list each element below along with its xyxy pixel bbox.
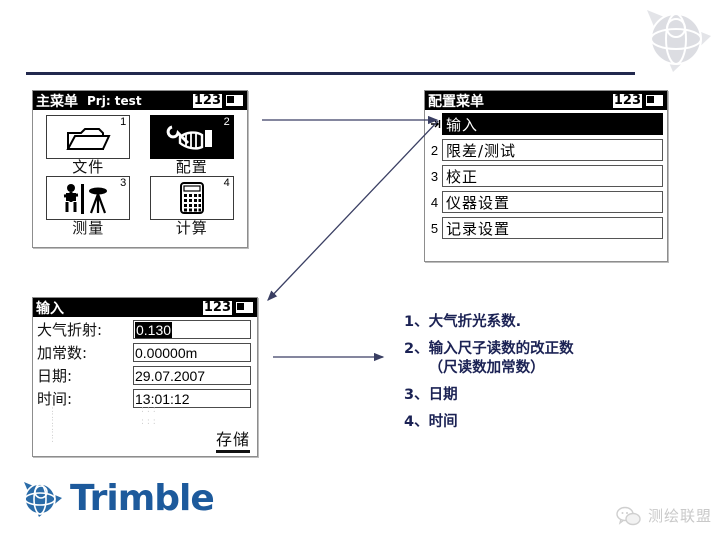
decorative-dots-mid: : : :: : : xyxy=(141,405,156,427)
input-title: 输入 xyxy=(36,300,64,317)
trimble-globe-watermark-icon xyxy=(647,10,711,72)
tile-config-label: 配置 xyxy=(175,158,208,176)
trimble-globe-icon xyxy=(24,481,62,517)
menu-item-record-settings-label[interactable]: 记录设置 xyxy=(442,217,663,239)
menu-item-record-settings[interactable]: 5 记录设置 xyxy=(427,216,663,240)
note-2-text: 输入尺子读数的改正数 xyxy=(428,341,574,357)
tile-files-box[interactable]: 1 xyxy=(46,115,131,159)
trimble-logo: Trimble xyxy=(22,478,215,519)
battery-icon xyxy=(225,94,247,107)
decorative-dots-left: :::::: xyxy=(51,405,55,445)
page-indicator: 123 xyxy=(611,92,643,109)
device-screen-input: 输入 123 大气折射: 0.130 加常数: 0.00000m 日期: 29.… xyxy=(32,297,258,457)
input-form: 大气折射: 0.130 加常数: 0.00000m 日期: 29.07.2007… xyxy=(33,317,257,458)
menu-item-adjust[interactable]: 3 校正 xyxy=(427,164,663,188)
selection-caret-icon xyxy=(431,120,441,128)
surveyor-icon xyxy=(64,184,108,214)
source-watermark: 测绘联盟 xyxy=(616,505,712,526)
tile-files[interactable]: 1 文件 xyxy=(41,115,136,176)
menu-item-tolerance-number: 2 xyxy=(430,142,439,158)
source-watermark-text: 测绘联盟 xyxy=(647,507,712,525)
main-menu-tile-grid: 1 文件 2 配置 3 xyxy=(33,110,247,239)
tile-files-number: 1 xyxy=(120,116,127,128)
note-3-text: 日期 xyxy=(428,387,458,403)
menu-item-instrument-settings[interactable]: 4 仪器设置 xyxy=(427,190,663,214)
note-4: 4、 时间 xyxy=(404,413,704,432)
tile-survey-box[interactable]: 3 xyxy=(46,176,131,220)
menu-item-input[interactable]: 输入 xyxy=(427,112,663,136)
device-screen-main-menu: 主菜单 Prj: test 123 1 文件 2 xyxy=(32,90,248,248)
note-3: 3、 日期 xyxy=(404,386,704,405)
note-4-text: 时间 xyxy=(428,414,458,430)
field-row-refraction: 大气折射: 0.130 xyxy=(37,319,251,340)
input-titlebar: 输入 123 xyxy=(33,298,257,317)
tile-calc-number: 4 xyxy=(223,177,230,189)
menu-item-instrument-settings-number: 4 xyxy=(430,194,439,210)
arrow-menu-to-input xyxy=(267,120,439,301)
page-indicator: 123 xyxy=(201,299,233,316)
menu-item-tolerance[interactable]: 2 限差/测试 xyxy=(427,138,663,162)
menu-item-instrument-settings-label[interactable]: 仪器设置 xyxy=(442,191,663,213)
tile-config[interactable]: 2 配置 xyxy=(145,115,240,176)
note-1: 1、 大气折光系数. xyxy=(404,313,704,332)
tile-calc-box[interactable]: 4 xyxy=(149,176,234,220)
note-1-text: 大气折光系数. xyxy=(428,314,522,330)
annotation-notes: 1、 大气折光系数. 2、 输入尺子读数的改正数 （尺读数加常数） 3、 日期 … xyxy=(404,313,704,440)
tile-config-box[interactable]: 2 xyxy=(149,115,234,159)
tile-survey-number: 3 xyxy=(120,177,127,189)
field-value-refraction: 0.130 xyxy=(135,321,173,338)
main-menu-titlebar: 主菜单 Prj: test 123 xyxy=(33,91,247,110)
folder-icon xyxy=(66,128,111,150)
wechat-icon xyxy=(616,506,641,525)
calculator-icon xyxy=(179,182,204,214)
note-4-number: 4、 xyxy=(404,414,429,430)
menu-item-adjust-label[interactable]: 校正 xyxy=(442,165,663,187)
note-2-number: 2、 xyxy=(404,341,429,357)
config-menu-title: 配置菜单 xyxy=(428,93,484,110)
field-row-addition-constant: 加常数: 0.00000m xyxy=(37,342,251,363)
tile-files-label: 文件 xyxy=(72,158,105,176)
tile-calc[interactable]: 4 计算 xyxy=(145,176,240,237)
tile-config-number: 2 xyxy=(223,116,230,128)
note-2-text-wrap: 输入尺子读数的改正数 （尺读数加常数） xyxy=(429,340,704,378)
note-1-number: 1、 xyxy=(404,314,429,330)
main-menu-project: Prj: test xyxy=(87,93,142,108)
menu-item-tolerance-label[interactable]: 限差/测试 xyxy=(442,139,663,161)
field-input-refraction[interactable]: 0.130 xyxy=(133,320,251,339)
wrench-hand-icon xyxy=(166,125,212,150)
note-2-subtext: （尺读数加常数） xyxy=(428,360,545,376)
field-input-time[interactable]: 13:01:12 xyxy=(133,389,251,408)
field-input-date[interactable]: 29.07.2007 xyxy=(133,366,251,385)
trimble-wordmark: Trimble xyxy=(70,478,215,519)
tile-survey-label: 测量 xyxy=(72,219,105,237)
device-screen-config-menu: 配置菜单 123 输入 2 限差/测试 3 校正 4 仪器设置 5 记录设 xyxy=(424,90,668,262)
field-label-date: 日期: xyxy=(37,367,73,385)
config-menu-titlebar: 配置菜单 123 xyxy=(425,91,667,110)
field-row-date: 日期: 29.07.2007 xyxy=(37,365,251,386)
note-2: 2、 输入尺子读数的改正数 （尺读数加常数） xyxy=(404,340,704,378)
config-menu-list: 输入 2 限差/测试 3 校正 4 仪器设置 5 记录设置 xyxy=(425,110,667,244)
battery-icon xyxy=(235,301,257,314)
page-indicator: 123 xyxy=(191,92,223,109)
note-3-number: 3、 xyxy=(404,387,429,403)
main-menu-title: 主菜单 xyxy=(36,93,78,110)
header-divider xyxy=(26,72,635,75)
save-softkey[interactable]: 存储 xyxy=(215,426,250,453)
field-row-time: 时间: 13:01:12 xyxy=(37,388,251,409)
field-label-time: 时间: xyxy=(37,390,73,408)
tile-survey[interactable]: 3 测量 xyxy=(41,176,136,237)
field-label-refraction: 大气折射: xyxy=(37,321,103,339)
tile-calc-label: 计算 xyxy=(175,219,208,237)
field-input-addition-constant[interactable]: 0.00000m xyxy=(133,343,251,362)
menu-item-input-label[interactable]: 输入 xyxy=(442,113,663,135)
menu-item-adjust-number: 3 xyxy=(430,168,439,184)
menu-item-record-settings-number: 5 xyxy=(430,220,439,236)
field-label-addition-constant: 加常数: xyxy=(37,344,88,362)
battery-icon xyxy=(645,94,667,107)
